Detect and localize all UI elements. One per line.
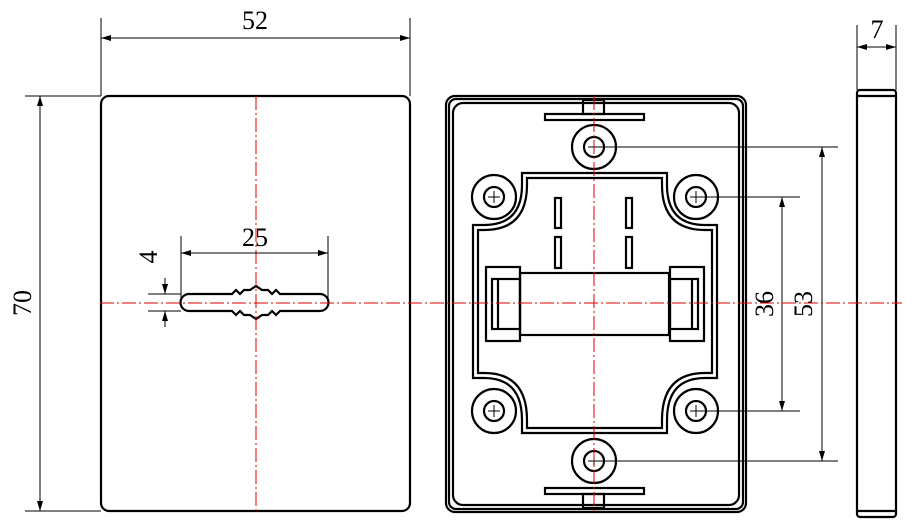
screw-boss-lower-left xyxy=(470,387,518,435)
keyhole-slot xyxy=(179,284,330,321)
side-view: 7 xyxy=(855,15,898,519)
vent-slot xyxy=(624,196,634,230)
slot-width-label: 4 xyxy=(134,251,163,264)
screw-boss-upper-left xyxy=(470,173,518,221)
outer-hole-spacing-label: 53 xyxy=(789,291,818,317)
vent-slot xyxy=(553,235,563,270)
back-outer-outline xyxy=(444,94,748,514)
vent-slot xyxy=(553,196,563,230)
cavity-inner-outline xyxy=(476,176,714,430)
vent-slot xyxy=(624,235,634,270)
back-view: 36 53 xyxy=(444,94,838,514)
height-dimension-label: 70 xyxy=(8,290,37,316)
right-bracket-inner xyxy=(668,277,700,331)
cavity-outline xyxy=(471,171,719,435)
thickness-label: 7 xyxy=(871,15,884,44)
front-view: 52 70 25 4 xyxy=(8,6,412,513)
left-bracket-inner xyxy=(490,277,522,331)
back-inner-rim xyxy=(451,101,741,507)
inner-hole-spacing-label: 36 xyxy=(750,291,779,317)
width-dimension-label: 52 xyxy=(242,6,268,35)
slot-length-label: 25 xyxy=(242,223,268,252)
